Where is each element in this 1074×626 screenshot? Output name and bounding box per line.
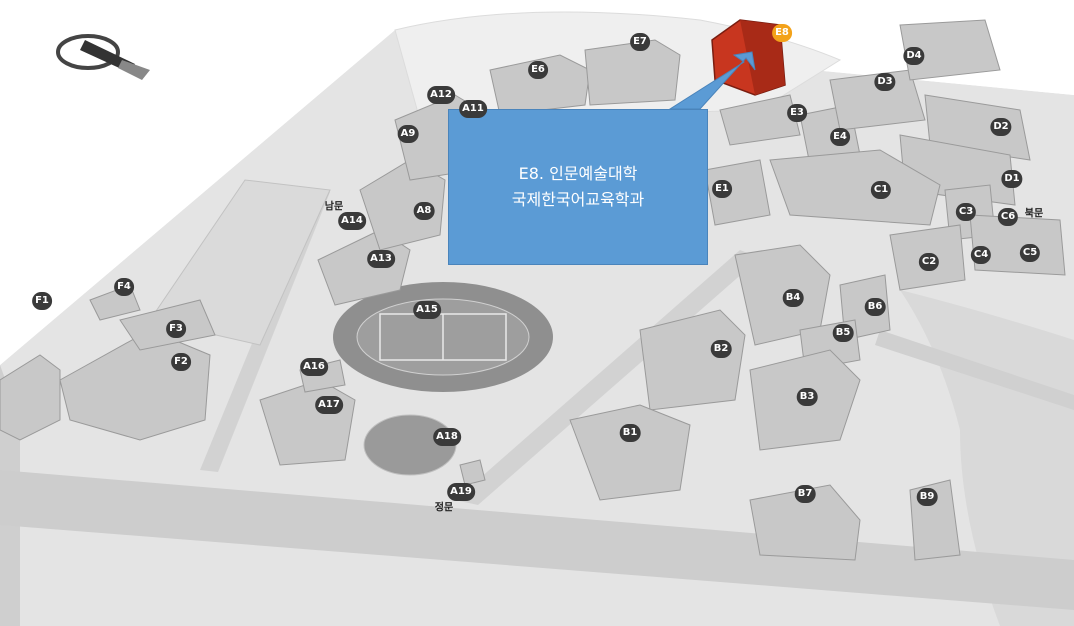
marker-b3[interactable]: B3 [796,388,818,406]
marker-f2[interactable]: F2 [171,353,191,371]
marker-c1[interactable]: C1 [870,181,892,199]
building-c1 [769,149,941,226]
marker-a17[interactable]: A17 [315,396,343,414]
building-b2 [639,309,746,411]
marker-a19[interactable]: A19 [447,483,475,501]
marker-a16[interactable]: A16 [300,358,328,376]
marker-d4[interactable]: D4 [903,47,925,65]
road-east-curve [875,330,1074,410]
building-info-callout: E8. 인문예술대학 국제한국어교육학과 [448,109,708,265]
building-e1 [704,159,771,226]
marker-f3[interactable]: F3 [166,320,186,338]
marker-e7[interactable]: E7 [630,33,650,51]
marker-e8[interactable]: E8 [772,24,792,42]
road-main-diagonal [455,250,760,505]
marker-d1[interactable]: D1 [1001,170,1023,188]
marker-b6[interactable]: B6 [864,298,886,316]
marker-b2[interactable]: B2 [710,340,732,358]
marker-b7[interactable]: B7 [794,485,816,503]
building-e7 [584,39,681,106]
building-c4-c6 [969,214,1066,276]
marker-e1[interactable]: E1 [712,180,732,198]
marker-b1[interactable]: B1 [619,424,641,442]
marker-a14[interactable]: A14 [338,212,366,230]
building-a19 [459,459,486,486]
road-south [0,470,1074,610]
building-f1 [0,354,61,441]
callout-building-department: 국제한국어교육학과 [511,190,645,209]
gate-south-label: 남문 [324,201,344,213]
marker-e3[interactable]: E3 [787,104,807,122]
map-key-icon [56,34,150,80]
building-e6 [489,54,591,116]
marker-c3[interactable]: C3 [955,203,977,221]
marker-d2[interactable]: D2 [990,118,1012,136]
hill-east [900,290,1074,626]
building-d2 [924,94,1031,161]
building-b7 [749,484,861,561]
marker-c5[interactable]: C5 [1019,244,1041,262]
gate-north-label: 북문 [1024,208,1044,220]
marker-a13[interactable]: A13 [367,250,395,268]
marker-c2[interactable]: C2 [918,253,940,271]
marker-b5[interactable]: B5 [832,324,854,342]
marker-b4[interactable]: B4 [782,289,804,307]
building-e3 [719,94,801,146]
gate-main-label: 정문 [434,502,454,514]
marker-a15[interactable]: A15 [413,301,441,319]
marker-e6[interactable]: E6 [528,61,548,79]
marker-d3[interactable]: D3 [874,73,896,91]
marker-a12[interactable]: A12 [427,86,455,104]
building-a8 [359,159,446,251]
building-b4 [734,244,831,346]
marker-c4[interactable]: C4 [970,246,992,264]
callout-pointer [668,51,756,110]
campus-background [0,0,1074,365]
callout-building-college: E8. 인문예술대학 [518,164,638,183]
marker-a11[interactable]: A11 [459,100,487,118]
marker-e4[interactable]: E4 [830,128,850,146]
marker-b9[interactable]: B9 [916,488,938,506]
marker-a9[interactable]: A9 [397,125,419,143]
marker-f4[interactable]: F4 [114,278,134,296]
marker-a18[interactable]: A18 [433,428,461,446]
marker-a8[interactable]: A8 [413,202,435,220]
building-b1 [569,404,691,501]
marker-f1[interactable]: F1 [32,292,52,310]
marker-c6[interactable]: C6 [997,208,1019,226]
